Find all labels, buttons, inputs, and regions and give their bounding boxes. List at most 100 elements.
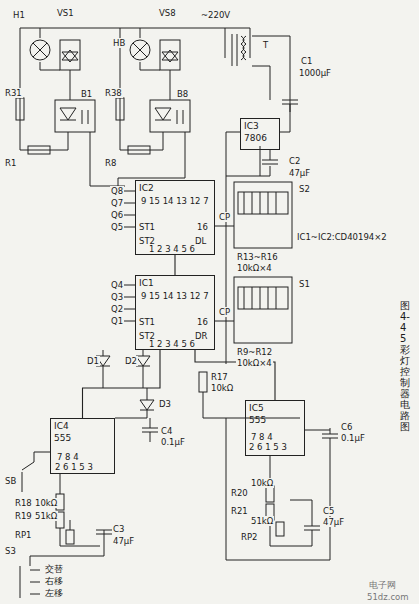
part-label: RP2 — [240, 532, 258, 542]
part-label: VS1 — [56, 8, 75, 18]
part-label: 47μF — [112, 536, 135, 546]
part-label: DL — [194, 236, 207, 246]
ic-name: IC2 — [139, 182, 211, 194]
part-label: C1 — [300, 56, 313, 66]
wire-stroke — [28, 146, 50, 154]
wire-stroke — [238, 192, 288, 214]
part-label: B1 — [80, 89, 93, 99]
dip-switch — [215, 182, 292, 343]
wire-stroke — [20, 556, 40, 598]
wire-stroke — [133, 43, 147, 57]
wire-stroke — [128, 146, 150, 154]
part-label: R20 — [230, 488, 249, 498]
ic-name: IC1 — [139, 277, 211, 289]
part-label: IC1~IC2:CD40194×2 — [296, 232, 388, 242]
resistor-symbol — [16, 98, 150, 154]
wire-stroke — [203, 392, 300, 418]
figure-caption: 图 4-45 彩灯控制器电路图 — [400, 300, 410, 432]
wire-stroke — [276, 522, 284, 536]
part-label: Q3 — [110, 292, 124, 302]
wire-stroke — [130, 40, 150, 60]
part-label: B8 — [176, 89, 189, 99]
wire-stroke — [266, 486, 274, 502]
wire-stroke — [70, 70, 170, 100]
part-label: DR — [194, 331, 208, 341]
part-label: T — [262, 40, 269, 50]
part-label: R21 — [230, 506, 249, 516]
part-label: Q1 — [110, 316, 124, 326]
wire-stroke — [226, 104, 290, 176]
part-label: Q6 — [110, 210, 124, 220]
part-label: 16 — [196, 317, 209, 327]
part-label: R17 — [210, 372, 229, 382]
part-label: 7 8 4 — [250, 432, 274, 442]
part-label: 2 6 1 5 3 — [248, 442, 288, 452]
ic-box: IC37806 — [240, 118, 280, 150]
part-label: C2 — [288, 156, 301, 166]
part-label: Q7 — [110, 198, 124, 208]
wire-stroke — [30, 418, 158, 556]
part-label: S1 — [298, 279, 311, 289]
wire-stroke — [150, 100, 190, 132]
part-label: 10kΩ — [34, 498, 58, 508]
part-label: R8 — [104, 158, 117, 168]
part-label: 0.1μF — [340, 433, 366, 443]
wire-stroke — [226, 418, 338, 560]
wire-stroke — [66, 530, 74, 544]
timer-externals — [20, 418, 338, 598]
part-label: VS8 — [158, 8, 177, 18]
part-label: R13~R16 — [236, 252, 279, 262]
wire-stroke — [252, 36, 290, 112]
signal-wire — [174, 255, 175, 275]
part-label: R1 — [4, 158, 17, 168]
part-label: 1 2 3 4 5 6 — [148, 244, 196, 254]
part-label: C6 — [340, 422, 353, 432]
wire-stroke — [215, 287, 276, 321]
wire-stroke — [115, 388, 154, 418]
part-label: 51dz.com — [366, 592, 410, 602]
wire-stroke — [55, 100, 95, 132]
part-label: D3 — [158, 399, 172, 409]
part-label: 10kΩ×4 — [236, 358, 273, 368]
q-output-wires — [124, 191, 135, 321]
part-label: ST1 — [138, 317, 156, 327]
part-label: Q4 — [110, 280, 124, 290]
signal-wire — [195, 350, 275, 400]
wire-stroke — [22, 452, 50, 492]
part-label: 47μF — [322, 517, 345, 527]
part-label: 2 6 1 5 3 — [54, 462, 94, 472]
part-label: 交替 — [44, 564, 64, 574]
part-label: 16 — [196, 222, 209, 232]
optocoupler-symbol — [20, 100, 190, 186]
wire-stroke — [241, 36, 246, 60]
part-label: Q5 — [110, 222, 124, 232]
ic-name: 7806 — [244, 132, 276, 144]
part-label: 47μF — [288, 168, 311, 178]
part-label: 51kΩ — [250, 516, 274, 526]
wire-stroke — [162, 50, 178, 62]
part-label: 电子网 — [368, 580, 397, 590]
signal-wire — [83, 350, 161, 418]
wire-stroke — [226, 176, 227, 364]
triac-symbol — [60, 40, 180, 100]
part-label: 9 15 14 13 12 7 — [140, 196, 210, 206]
part-label: C5 — [322, 506, 335, 516]
ic-name: 555 — [249, 414, 301, 426]
wire-stroke — [20, 132, 185, 186]
part-label: S3 — [4, 546, 17, 556]
part-label: D2 — [124, 356, 138, 366]
part-label: 51kΩ — [34, 511, 58, 521]
part-label: 9 15 14 13 12 7 — [140, 291, 210, 301]
part-label: R19 — [14, 511, 33, 521]
ic-name: IC5 — [249, 402, 301, 414]
part-label: CP — [218, 212, 231, 222]
power-supply — [225, 34, 298, 364]
diode-symbol — [96, 350, 300, 418]
part-label: ST1 — [138, 222, 156, 232]
part-label: H1 — [12, 10, 26, 20]
wire-stroke — [234, 182, 292, 248]
wire-stroke — [225, 34, 250, 66]
wire-stroke — [62, 50, 78, 62]
